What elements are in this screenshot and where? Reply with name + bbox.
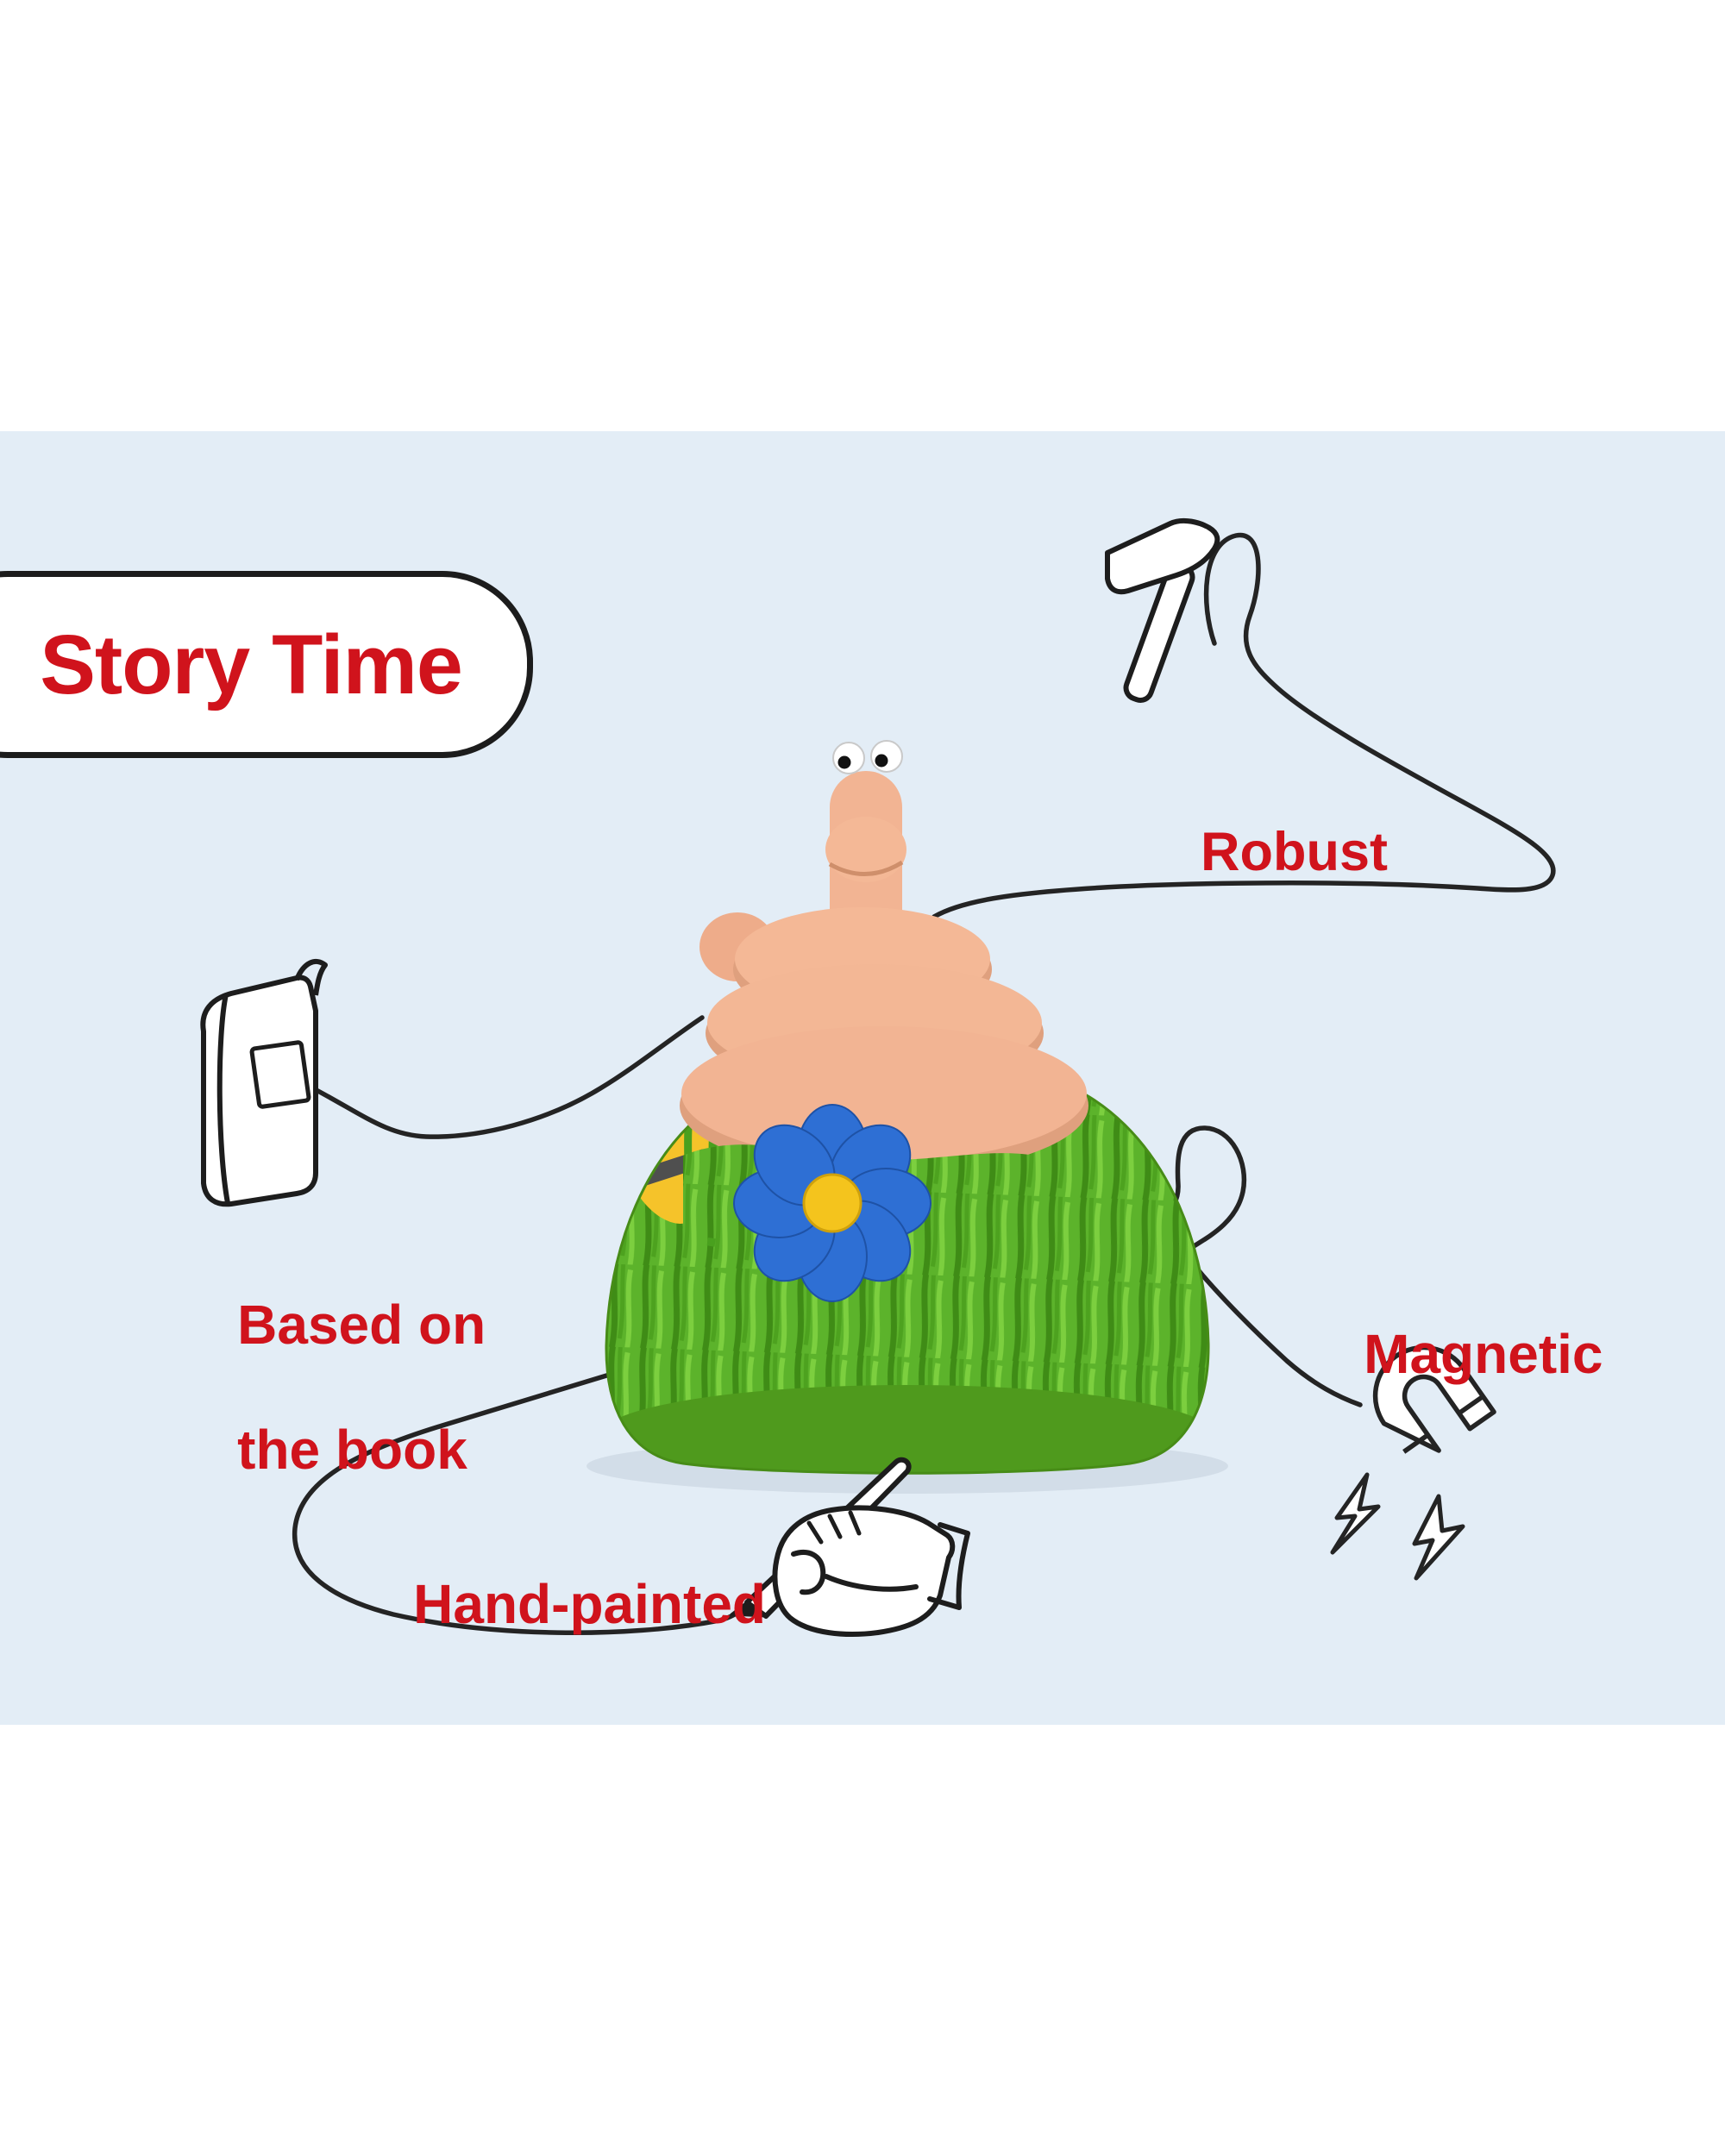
based-on-line1: Based on [237,1294,486,1357]
feature-label-magnetic: Magnetic [1302,1261,1603,1448]
book-icon [200,959,328,1207]
story-time-badge: Story Time [0,571,533,758]
blue-flower-icon [733,1104,932,1302]
story-time-label: Story Time [40,617,463,711]
book-connector-line [310,1015,705,1139]
based-on-line2: the book [237,1418,467,1481]
magnet-connector-line [1134,1125,1363,1407]
hand-painted-text: Hand-painted [413,1573,766,1636]
robust-text: Robust [1201,822,1388,883]
googly-eyes-icon [832,740,903,774]
hand-paintbrush-icon [730,1457,970,1637]
robust-connector-line [932,532,1556,919]
magnet-icon [1372,1344,1496,1454]
magnetic-sparks-icon [1330,1472,1465,1581]
magnetic-text: Magnetic [1364,1323,1603,1386]
handpaint-connector-line [292,1335,748,1636]
feature-label-hand-painted: Hand-painted [352,1511,766,1698]
worm-character [680,740,1088,1175]
feature-label-robust: Robust [1140,761,1388,945]
feature-label-based-on-the-book: Based on the book [176,1232,486,1544]
worm-on-grass-figurine [586,740,1228,1494]
hammer-icon [1105,517,1220,703]
